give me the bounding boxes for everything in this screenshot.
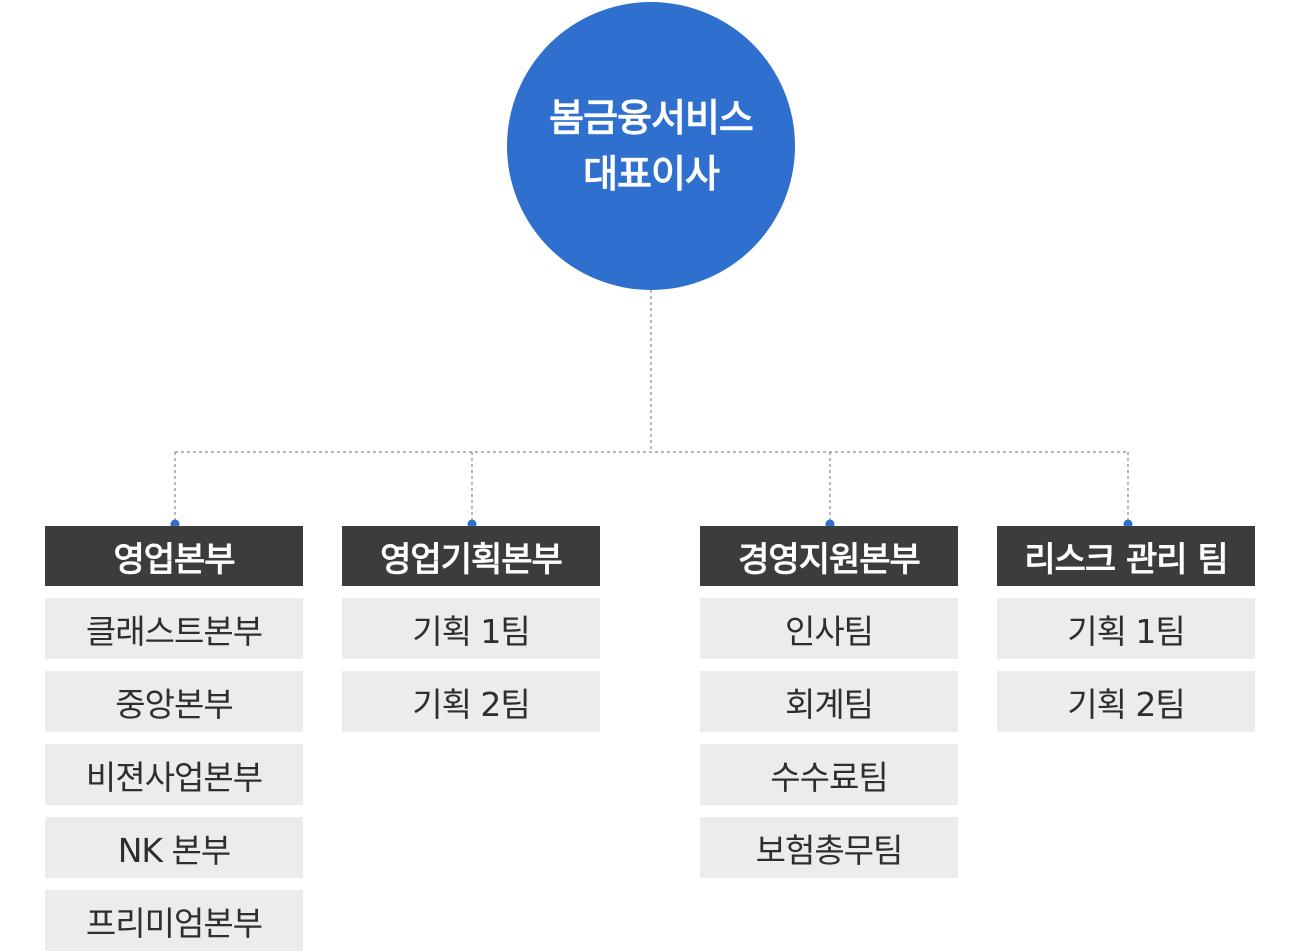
ceo-title: 대표이사 [583,152,720,196]
ceo-node: 봄금융서비스 대표이사 [507,2,795,290]
department-header: 경영지원본부 [700,526,958,586]
department-column-risk-management: 리스크 관리 팀 기획 1팀 기획 2팀 [997,526,1255,732]
department-header: 영업본부 [45,526,303,586]
team-item: 중앙본부 [45,671,303,732]
department-column-management-support: 경영지원본부 인사팀 회계팀 수수료팀 보험총무팀 [700,526,958,878]
team-item: 클래스트본부 [45,598,303,659]
team-item: 인사팀 [700,598,958,659]
team-item: 보험총무팀 [700,817,958,878]
team-item: 기획 2팀 [997,671,1255,732]
department-column-sales: 영업본부 클래스트본부 중앙본부 비젼사업본부 NK 본부 프리미엄본부 [45,526,303,951]
team-item: 기획 1팀 [342,598,600,659]
team-list: 클래스트본부 중앙본부 비젼사업본부 NK 본부 프리미엄본부 [45,598,303,951]
team-item: 회계팀 [700,671,958,732]
team-list: 인사팀 회계팀 수수료팀 보험총무팀 [700,598,958,878]
team-item: 비젼사업본부 [45,744,303,805]
team-item: 기획 1팀 [997,598,1255,659]
department-header: 영업기획본부 [342,526,600,586]
team-item: 기획 2팀 [342,671,600,732]
team-list: 기획 1팀 기획 2팀 [342,598,600,732]
team-item: 수수료팀 [700,744,958,805]
department-header: 리스크 관리 팀 [997,526,1255,586]
team-item: 프리미엄본부 [45,890,303,951]
department-column-sales-planning: 영업기획본부 기획 1팀 기획 2팀 [342,526,600,732]
team-list: 기획 1팀 기획 2팀 [997,598,1255,732]
team-item: NK 본부 [45,817,303,878]
ceo-company-name: 봄금융서비스 [549,96,754,140]
